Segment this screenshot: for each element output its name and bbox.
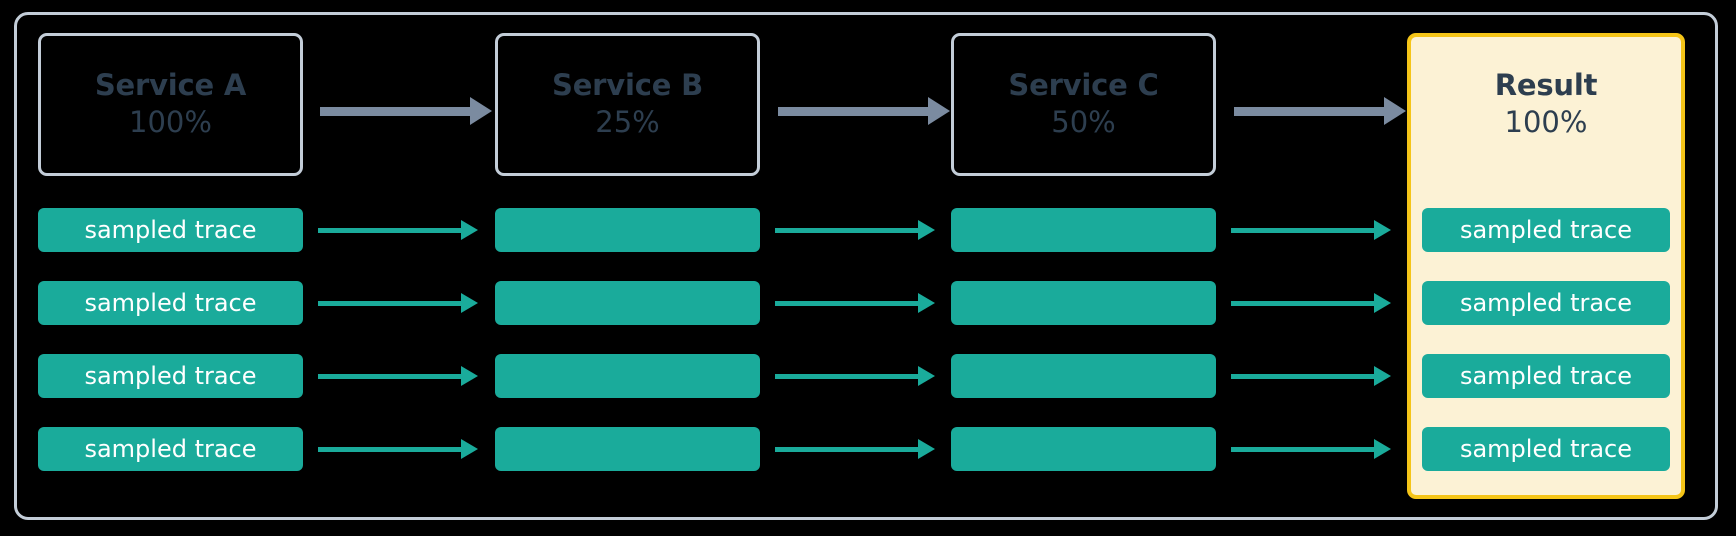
trace-bar-service-a-3[interactable]: sampled trace <box>38 354 303 398</box>
trace-arrow-row1-b-to-c <box>775 220 935 240</box>
trace-label: sampled trace <box>1459 289 1633 317</box>
result-highlight-panel <box>1407 33 1685 499</box>
trace-arrow-row4-b-to-c <box>775 439 935 459</box>
service-b-percent: 25% <box>595 105 660 140</box>
trace-bar-service-a-1[interactable]: sampled trace <box>38 208 303 252</box>
service-a-percent: 100% <box>129 105 212 140</box>
arrow-shaft <box>775 228 918 233</box>
diagram-outer-frame <box>14 12 1718 520</box>
trace-bar-result-3[interactable]: sampled trace <box>1422 354 1670 398</box>
arrow-shaft <box>318 374 461 379</box>
trace-label: sampled trace <box>84 289 257 317</box>
trace-bar-result-1[interactable]: sampled trace <box>1422 208 1670 252</box>
result-percent: 100% <box>1504 105 1588 140</box>
arrow-head <box>918 366 935 386</box>
service-b-name: Service B <box>552 68 703 103</box>
trace-label: sampled trace <box>1459 435 1633 463</box>
trace-arrow-row4-c-to-result <box>1231 439 1391 459</box>
service-box-result[interactable]: Result 100% <box>1413 33 1679 176</box>
trace-bar-service-b-3[interactable] <box>495 354 760 398</box>
arrow-shaft <box>1231 228 1374 233</box>
trace-bar-result-2[interactable]: sampled trace <box>1422 281 1670 325</box>
arrow-shaft <box>318 228 461 233</box>
trace-bar-service-b-4[interactable] <box>495 427 760 471</box>
trace-arrow-row3-c-to-result <box>1231 366 1391 386</box>
arrow-shaft <box>1231 447 1374 452</box>
arrow-head <box>461 220 478 240</box>
trace-bar-service-a-2[interactable]: sampled trace <box>38 281 303 325</box>
trace-label: sampled trace <box>1459 216 1633 244</box>
arrow-shaft <box>1231 374 1374 379</box>
trace-arrow-row2-a-to-b <box>318 293 478 313</box>
service-c-percent: 50% <box>1051 105 1116 140</box>
trace-arrow-row3-a-to-b <box>318 366 478 386</box>
header-arrow-a-to-b <box>320 97 492 125</box>
arrow-shaft <box>775 374 918 379</box>
service-a-name: Service A <box>94 68 247 103</box>
arrow-shaft <box>318 447 461 452</box>
arrow-head <box>461 439 478 459</box>
arrow-head <box>918 293 935 313</box>
trace-bar-service-c-3[interactable] <box>951 354 1216 398</box>
trace-bar-service-b-2[interactable] <box>495 281 760 325</box>
trace-arrow-row1-c-to-result <box>1231 220 1391 240</box>
service-c-name: Service C <box>1008 68 1159 103</box>
arrow-head <box>918 220 935 240</box>
arrow-head <box>1374 293 1391 313</box>
arrow-head <box>928 97 950 125</box>
trace-arrow-row3-b-to-c <box>775 366 935 386</box>
trace-bar-service-c-4[interactable] <box>951 427 1216 471</box>
arrow-head <box>918 439 935 459</box>
arrow-shaft <box>318 301 461 306</box>
trace-arrow-row2-b-to-c <box>775 293 935 313</box>
arrow-head <box>1374 220 1391 240</box>
result-name: Result <box>1494 68 1598 103</box>
arrow-head <box>470 97 492 125</box>
header-arrow-c-to-result <box>1234 97 1406 125</box>
arrow-head <box>461 293 478 313</box>
arrow-head <box>1374 366 1391 386</box>
trace-bar-service-b-1[interactable] <box>495 208 760 252</box>
trace-label: sampled trace <box>1459 362 1633 390</box>
arrow-shaft <box>775 447 918 452</box>
arrow-shaft <box>1234 107 1384 116</box>
service-box-service-b[interactable]: Service B 25% <box>495 33 760 176</box>
arrow-head <box>461 366 478 386</box>
trace-label: sampled trace <box>84 435 257 463</box>
trace-bar-service-c-2[interactable] <box>951 281 1216 325</box>
trace-arrow-row4-a-to-b <box>318 439 478 459</box>
trace-arrow-row1-a-to-b <box>318 220 478 240</box>
arrow-shaft <box>778 107 928 116</box>
arrow-head <box>1374 439 1391 459</box>
service-box-service-a[interactable]: Service A 100% <box>38 33 303 176</box>
arrow-head <box>1384 97 1406 125</box>
trace-bar-result-4[interactable]: sampled trace <box>1422 427 1670 471</box>
header-arrow-b-to-c <box>778 97 950 125</box>
arrow-shaft <box>320 107 470 116</box>
arrow-shaft <box>775 301 918 306</box>
trace-arrow-row2-c-to-result <box>1231 293 1391 313</box>
trace-label: sampled trace <box>84 362 257 390</box>
arrow-shaft <box>1231 301 1374 306</box>
trace-label: sampled trace <box>84 216 257 244</box>
service-box-service-c[interactable]: Service C 50% <box>951 33 1216 176</box>
trace-bar-service-a-4[interactable]: sampled trace <box>38 427 303 471</box>
trace-bar-service-c-1[interactable] <box>951 208 1216 252</box>
